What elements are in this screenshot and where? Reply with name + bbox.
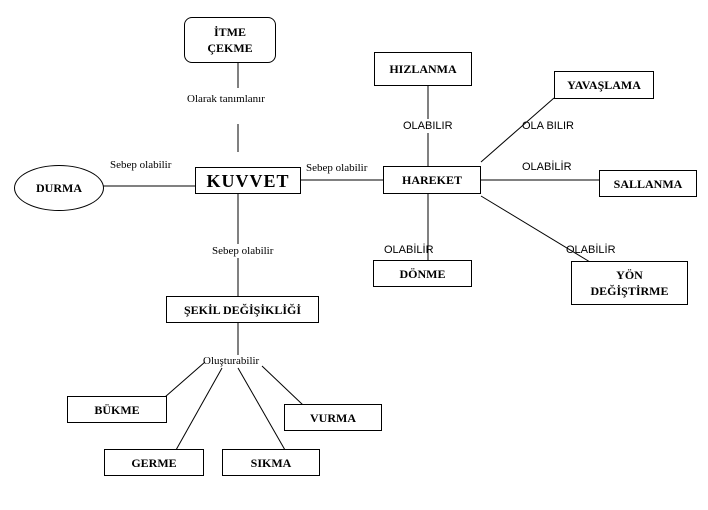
node-sikma-label: SIKMA (250, 455, 292, 470)
node-bukme-label: BÜKME (94, 402, 140, 417)
node-germe-label: GERME (131, 455, 177, 470)
node-durma-label: DURMA (36, 181, 82, 195)
node-sekil-degisikligi: ŞEKİL DEĞİŞİKLİĞİ (166, 296, 319, 323)
node-yon-degistirme: YÖN DEĞİŞTİRME (571, 261, 688, 305)
label-olabilir-yon: OLABİLİR (566, 244, 616, 256)
node-bukme: BÜKME (67, 396, 167, 423)
label-olusturabilir: Oluşturabilir (203, 355, 260, 367)
label-olabilir-hizlanma: OLABILIR (403, 119, 453, 133)
node-hizlanma: HIZLANMA (374, 52, 472, 86)
node-donme: DÖNME (373, 260, 472, 287)
label-olabilir-donme: OLABİLİR (384, 244, 434, 256)
node-yavaslama-label: YAVAŞLAMA (567, 78, 641, 92)
node-hareket-label: HAREKET (401, 173, 462, 187)
label-sebep-durma: Sebep olabilir (110, 159, 172, 171)
node-yavaslama: YAVAŞLAMA (554, 71, 654, 99)
node-sekil-label: ŞEKİL DEĞİŞİKLİĞİ (183, 302, 302, 317)
node-itme-label: İTME (213, 25, 246, 39)
line-hareket-yon (480, 195, 591, 263)
line-bukme (164, 361, 206, 398)
node-yon-label: YÖN (616, 268, 643, 282)
line-vurma (261, 365, 304, 406)
label-olarak-tanimlanir: Olarak tanımlanır (187, 92, 265, 106)
label-olabilir-sallanma: OLABİLİR (522, 161, 572, 173)
node-kuvvet-label: KUVVET (206, 170, 290, 191)
node-vurma-label: VURMA (310, 410, 356, 425)
node-sallanma: SALLANMA (599, 170, 697, 197)
node-sallanma-label: SALLANMA (613, 176, 683, 191)
node-hareket: HAREKET (383, 166, 481, 194)
line-hareket-yavaslama (480, 97, 555, 163)
node-itme-cekme: İTME ÇEKME (184, 17, 276, 63)
label-sebep-hareket: Sebep olabilir (306, 162, 368, 174)
node-degistirme-label: DEĞİŞTİRME (590, 284, 669, 298)
node-vurma: VURMA (284, 404, 382, 431)
label-sebep-sekil: Sebep olabilir (212, 244, 274, 258)
node-hizlanma-label: HIZLANMA (389, 62, 457, 76)
node-durma: DURMA (14, 165, 104, 211)
node-donme-label: DÖNME (399, 266, 446, 281)
node-cekme-label: ÇEKME (207, 41, 253, 55)
label-ola-bilir-yavaslama: OLA BILIR (522, 120, 574, 132)
node-kuvvet: KUVVET (195, 167, 301, 194)
line-germe (175, 367, 223, 451)
line-sikma (237, 367, 286, 451)
node-sikma: SIKMA (222, 449, 320, 476)
node-germe: GERME (104, 449, 204, 476)
